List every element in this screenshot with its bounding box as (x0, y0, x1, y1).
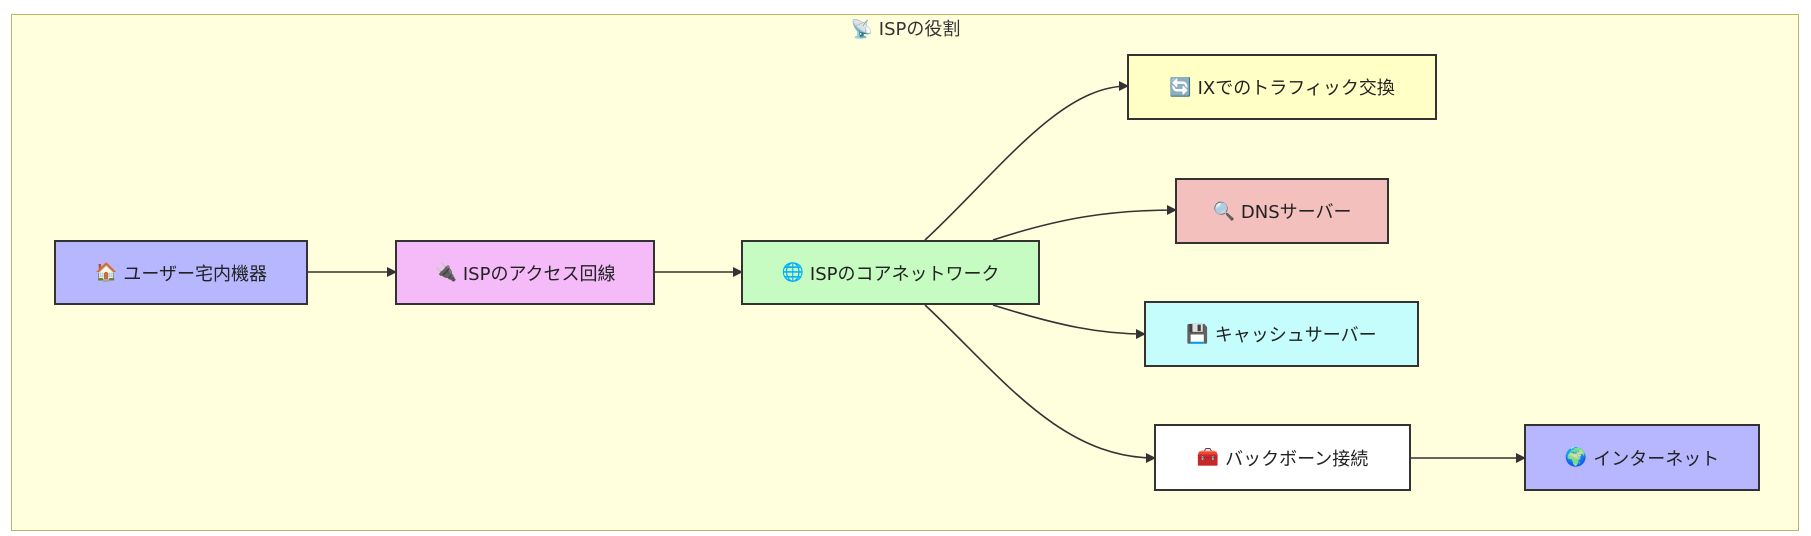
magnifier-icon: 🔍 (1212, 200, 1235, 222)
node-label: ユーザー宅内機器 (123, 263, 268, 285)
earth-icon: 🌍 (1564, 447, 1588, 468)
node-access-line: 🔌 ISPのアクセス回線 (395, 240, 655, 305)
node-ix-exchange: 🔄 IXでのトラフィック交換 (1127, 54, 1437, 120)
toolbox-icon: 🧰 (1196, 447, 1220, 468)
edge-core-ix (924, 81, 1129, 241)
node-label: ISPのアクセス回線 (462, 263, 616, 285)
node-dns-server: 🔍 DNSサーバー (1175, 178, 1389, 244)
node-label: バックボーン接続 (1225, 448, 1369, 470)
node-label: キャッシュサーバー (1214, 325, 1377, 346)
sync-icon: 🔄 (1169, 76, 1192, 98)
satellite-dish-icon: 📡 (850, 19, 874, 40)
globe-icon: 🌐 (781, 262, 804, 283)
node-label: ISPのコアネットワーク (809, 263, 1000, 285)
node-label: インターネット (1593, 448, 1720, 470)
edge-core-dns (992, 205, 1177, 241)
cluster-title: 📡 ISPの役割 (0, 15, 1811, 41)
edge-core-cache (992, 304, 1146, 339)
floppy-disk-icon: 💾 (1186, 323, 1209, 345)
node-user-equipment: 🏠 ユーザー宅内機器 (54, 240, 308, 305)
node-internet: 🌍 インターネット (1524, 424, 1760, 491)
node-label: DNSサーバー (1240, 202, 1352, 223)
house-icon: 🏠 (94, 262, 118, 283)
cluster-title-text: ISPの役割 (878, 19, 961, 40)
node-label: IXでのトラフィック交換 (1197, 78, 1395, 99)
node-core-network: 🌐 ISPのコアネットワーク (741, 240, 1040, 305)
plug-icon: 🔌 (434, 262, 457, 283)
node-backbone: 🧰 バックボーン接続 (1154, 424, 1411, 491)
edge-core-backbone (924, 304, 1156, 463)
node-cache-server: 💾 キャッシュサーバー (1144, 301, 1419, 367)
